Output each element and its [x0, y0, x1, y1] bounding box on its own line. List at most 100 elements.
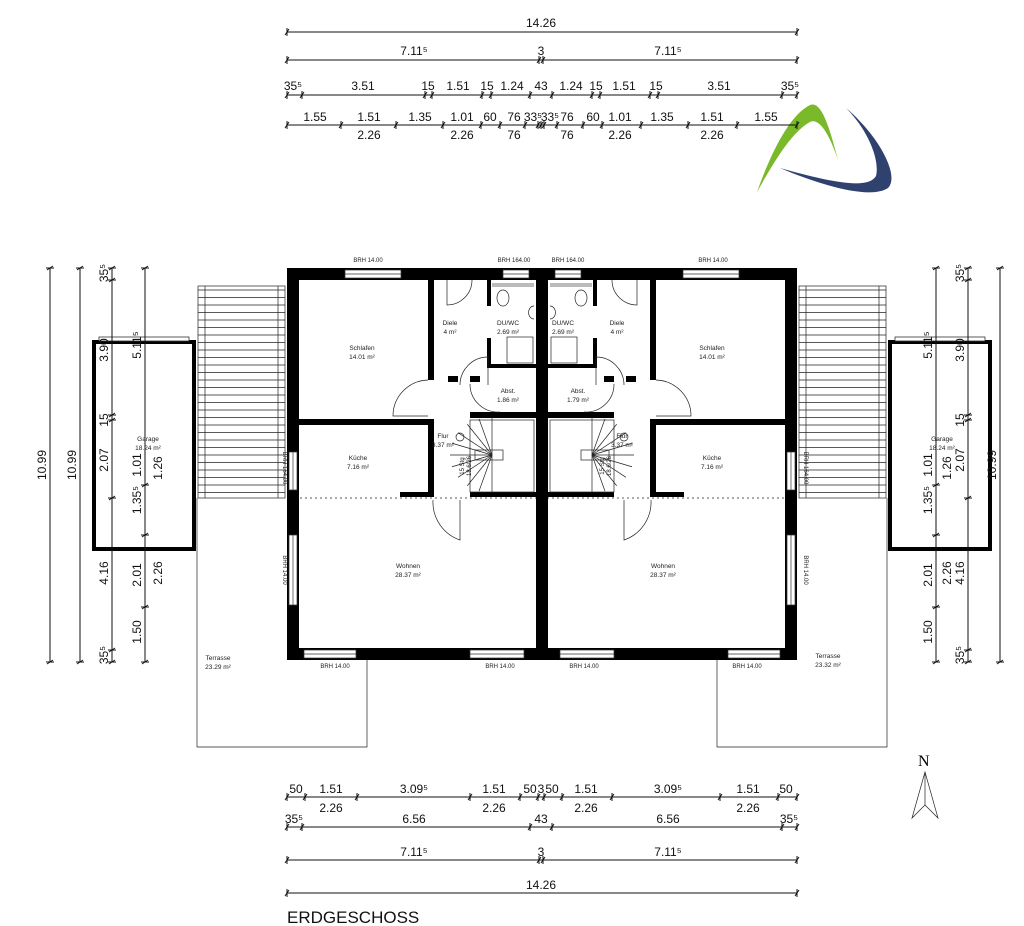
dimension-label: 43: [534, 79, 548, 93]
room-name: Flur: [437, 433, 449, 440]
room-label: Abst.1.86 m²: [497, 388, 520, 404]
room-name: Abst.: [571, 388, 586, 395]
room-area: 7.16 m²: [347, 464, 370, 471]
room-name: Garage: [137, 436, 159, 443]
windows: [288, 269, 530, 659]
room-name: Küche: [349, 455, 368, 462]
room-name: Schlafen: [349, 345, 375, 352]
room-area: 23.32 m²: [815, 662, 841, 669]
room-name: Garage: [931, 436, 953, 443]
dimension-label: 6.56: [656, 812, 680, 826]
dimension-label: 1.51: [736, 782, 760, 796]
window-sill-height: BRH 164.00: [802, 452, 808, 485]
room-name: Terrasse: [206, 655, 231, 662]
dimension-label: 76: [507, 110, 521, 124]
dimension-label: 2.01: [921, 563, 935, 587]
room-area: 4 m²: [444, 329, 458, 336]
room-name: Flur: [616, 433, 628, 440]
dimension-label: 1.50: [921, 620, 935, 644]
dimension-label: 76: [560, 110, 574, 124]
left-dim-total-2: 10.99: [65, 265, 84, 665]
dimension-label: 50: [289, 782, 303, 796]
dimension-label: 3.90: [97, 338, 111, 362]
room-area: 14.01 m²: [699, 354, 725, 361]
dimension-label: 5.11⁵: [130, 331, 144, 358]
drawing-title: ERDGESCHOSS: [287, 908, 419, 926]
window-sill-height: BRH 14.00: [569, 664, 599, 670]
dimension-label: 15: [97, 413, 111, 427]
shower: [506, 336, 534, 364]
dimension-label: 1.26: [940, 456, 954, 480]
north-label: N: [918, 753, 930, 770]
dimension-label: 1.24: [500, 79, 524, 93]
window-sill-height: BRH 14.00: [353, 258, 383, 264]
logo-navy-swoosh: [780, 108, 892, 193]
dimension-label: 7.11⁵: [400, 845, 427, 859]
dimension-label: 1.01: [608, 110, 632, 124]
dimension-label: 2.26: [700, 128, 724, 142]
dimension-label: 3: [538, 845, 545, 859]
dimension-label: 10.99: [65, 450, 79, 480]
window-sill-height: BRH 14.00: [802, 555, 808, 585]
dimension-label: 43: [534, 812, 548, 826]
dimension-label: 7.11⁵: [654, 44, 681, 58]
room-area: 4 m²: [611, 329, 625, 336]
window-sill-height: BRH 14.00: [698, 258, 728, 264]
dimension-label: 3.90: [953, 338, 967, 362]
dimension-label: 35⁵: [97, 264, 111, 282]
bottom-dim-halves: 7.11⁵ 3 7.11⁵: [284, 845, 800, 864]
room-area: 14.01 m²: [349, 354, 375, 361]
stair-steps: 15 Stg: [600, 457, 606, 474]
dimension-label: 33⁵: [541, 110, 559, 124]
dimension-label: 15: [421, 79, 435, 93]
right-dim-total: 10.99: [985, 265, 1004, 665]
room-area: 1.86 m²: [497, 397, 520, 404]
stair-ratio: 18.6/26: [607, 455, 613, 476]
room-area: 28.37 m²: [395, 572, 421, 579]
bottom-dim-total: 14.26: [284, 878, 800, 897]
stair-ratio: 18.6/26: [467, 455, 473, 476]
dimension-label: 1.51: [612, 79, 636, 93]
dimension-label: 1.35⁵: [921, 486, 935, 514]
dimension-label: 1.50: [130, 620, 144, 644]
dimension-label: 1.01: [921, 453, 935, 477]
dimension-label: 2.26: [736, 801, 760, 815]
window-sill-height: BRH 164.00: [552, 258, 585, 264]
dimension-label: 14.26: [526, 878, 556, 892]
dimension-label: 7.11⁵: [654, 845, 681, 859]
dimension-label: 2.07: [953, 448, 967, 472]
dimension-label: 35⁵: [953, 264, 967, 282]
dimension-label: 2.26: [450, 128, 474, 142]
dimension-label: 2.26: [357, 128, 381, 142]
window-sill-height: BRH 164.00: [281, 452, 287, 485]
dimension-label: 2.26: [574, 801, 598, 815]
staircase: [450, 417, 535, 493]
dimension-label: 2.01: [130, 563, 144, 587]
garage: [92, 340, 196, 551]
dimension-label: 1.35: [650, 110, 674, 124]
room-name: DU/WC: [497, 320, 519, 327]
dimension-label: 3: [538, 782, 545, 796]
dimension-label: 1.35: [408, 110, 432, 124]
dimension-label: 50: [779, 782, 793, 796]
dimension-label: 60: [483, 110, 497, 124]
dimension-label: 76: [507, 128, 521, 142]
dimension-label: 50: [523, 782, 537, 796]
window-sill-height: BRH 164.00: [498, 258, 531, 264]
room-area: 2.69 m²: [497, 329, 520, 336]
dimension-label: 35⁵: [953, 646, 967, 664]
window-sill-height: BRH 14.00: [320, 664, 350, 670]
dimension-label: 1.24: [559, 79, 583, 93]
dimension-label: 35⁵: [780, 812, 798, 826]
top-dim-total: 14.26: [284, 16, 800, 36]
